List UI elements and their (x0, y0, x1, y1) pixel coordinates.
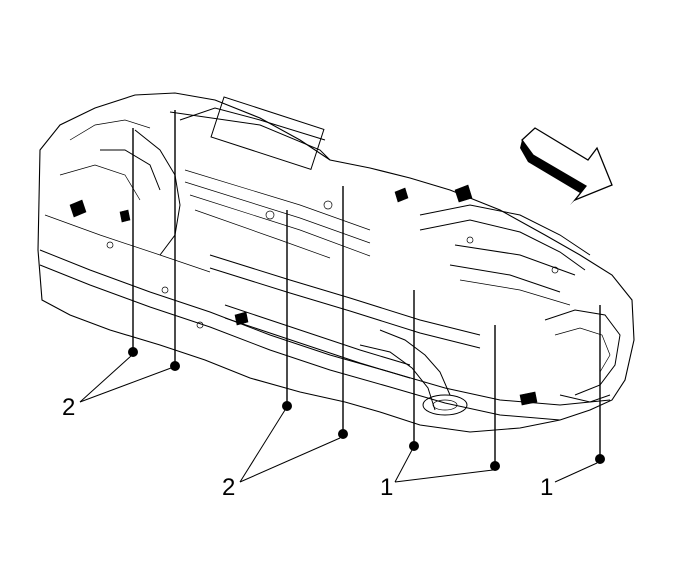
callout-1-center: 1 (380, 474, 393, 501)
callout-1-right: 1 (540, 474, 553, 501)
bolt (170, 110, 180, 371)
fastener-group-1 (409, 290, 605, 471)
bolt (282, 210, 292, 411)
bolt (338, 186, 348, 439)
callout-2-left: 2 (62, 394, 75, 421)
callout-2-center: 2 (222, 474, 235, 501)
bolt (409, 290, 419, 451)
fastener-group-2 (128, 110, 348, 439)
bolt (595, 305, 605, 464)
bolt (128, 128, 138, 357)
front-direction-arrow (520, 127, 613, 205)
leader-lines (79, 355, 598, 483)
vehicle-underbody (37, 92, 635, 433)
bolt (490, 325, 500, 471)
